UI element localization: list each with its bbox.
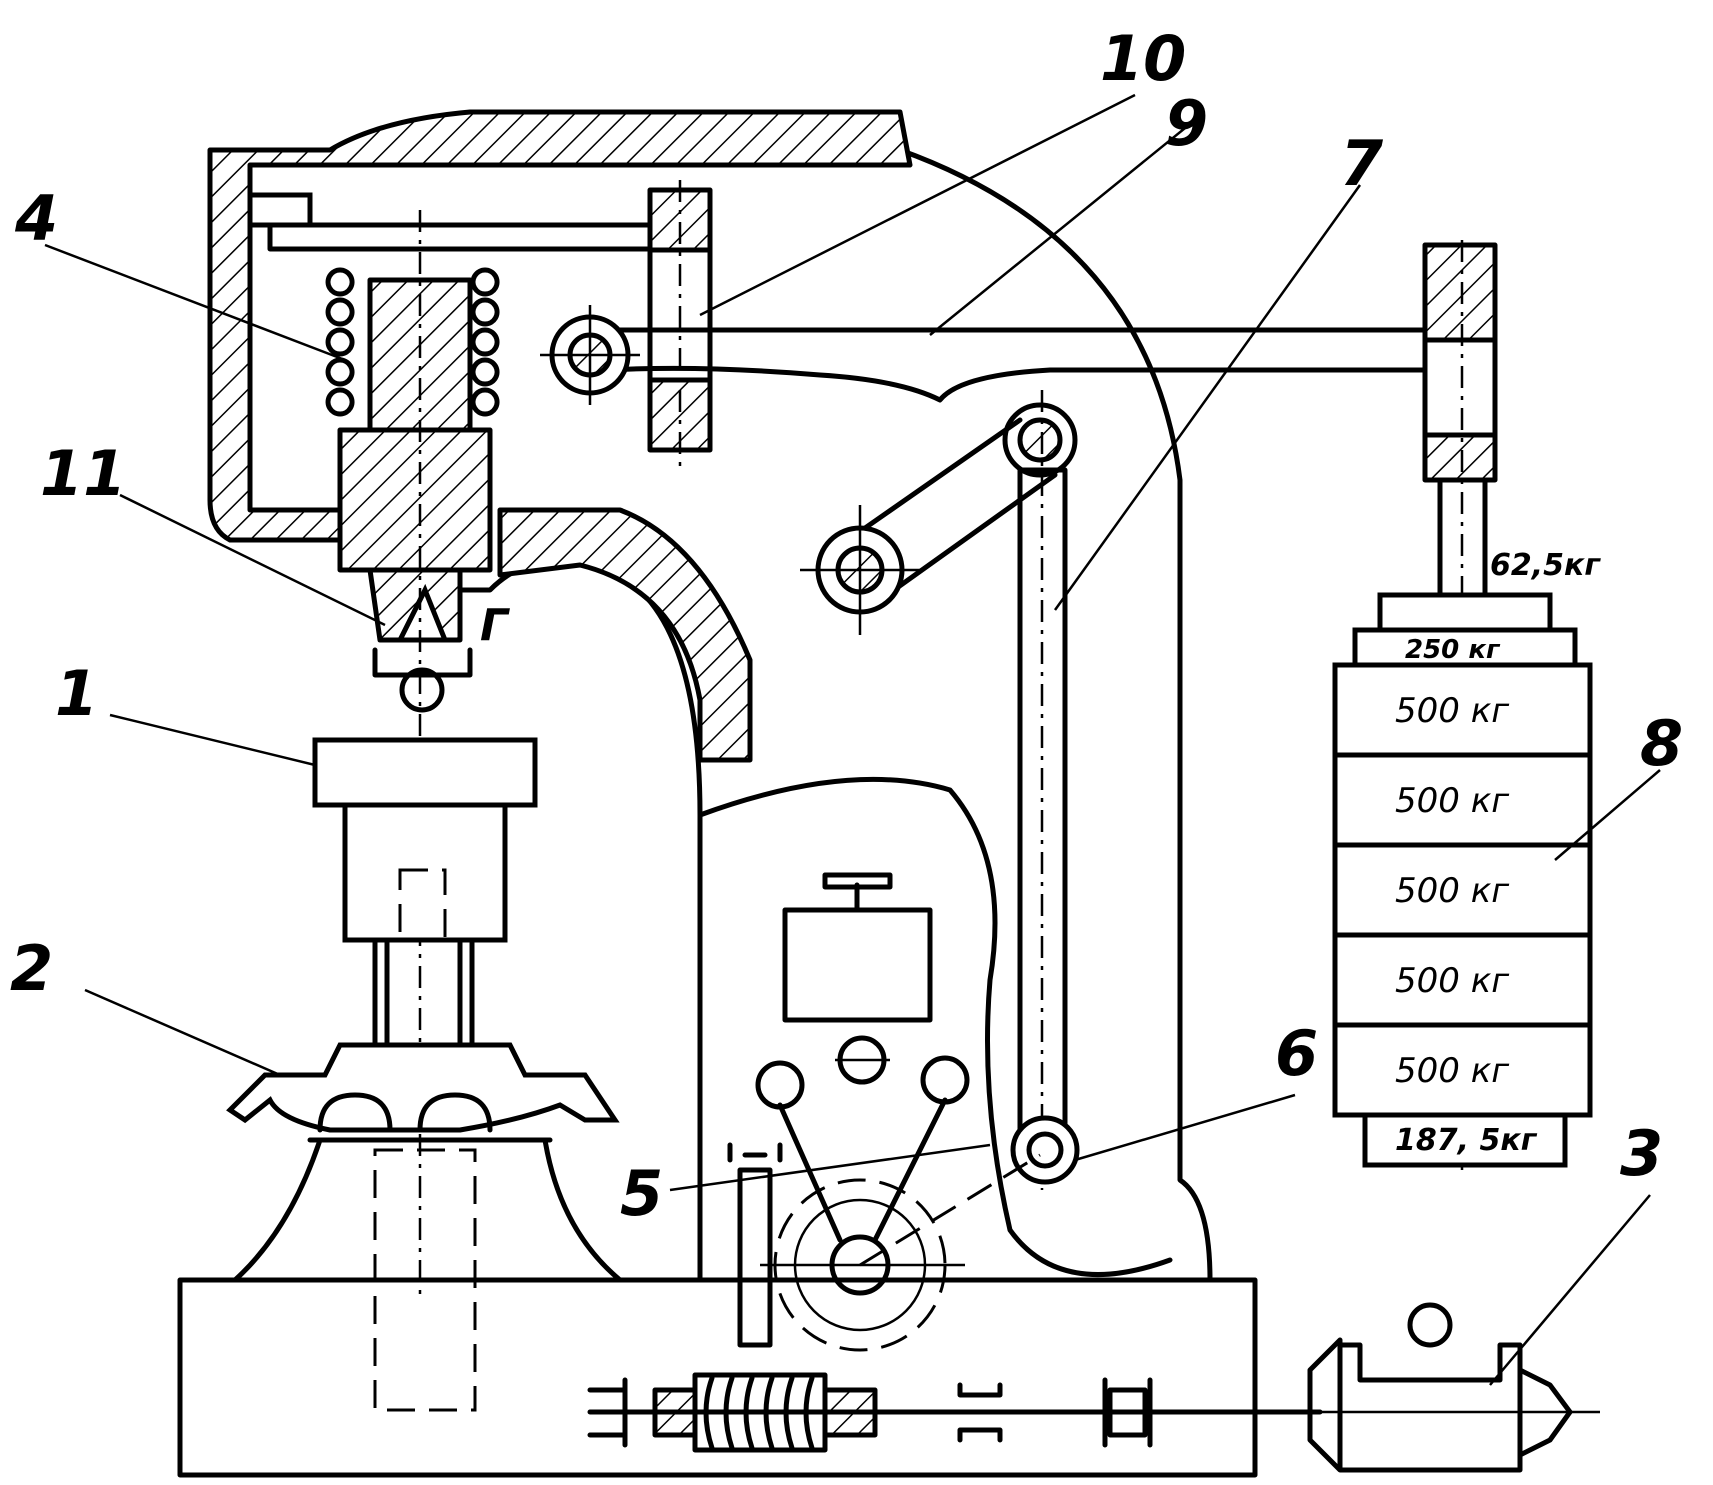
top-housing (207, 109, 913, 543)
weight-label-500-2: 500 кг (1395, 781, 1510, 821)
cam-arms (777, 1097, 948, 1243)
cam-connecting-dash (859, 1153, 1041, 1267)
dashpot-box (782, 907, 933, 1023)
label-2: 2 (10, 932, 53, 1005)
link-lower-joint-outer (1010, 1115, 1080, 1185)
table-stem-left (372, 937, 390, 1048)
bearing-middle (957, 1382, 1003, 1443)
handwheel-bumps (317, 1092, 493, 1133)
hanger-body (1422, 337, 1498, 438)
label-11: 11 (40, 437, 126, 510)
weight-label-500-5: 500 кг (1395, 1051, 1510, 1091)
plunger-lower (337, 427, 493, 573)
weight-label-500-4: 500 кг (1395, 961, 1510, 1001)
indenter-cone (395, 583, 449, 643)
table-stem-right (457, 937, 475, 1048)
label-9: 9 (1165, 87, 1208, 160)
ball-cup (372, 647, 473, 678)
weight-500-3 (1332, 842, 1593, 938)
weight-500-1 (1332, 662, 1593, 758)
weight-label-500-1: 500 кг (1395, 691, 1510, 731)
table-top (312, 737, 538, 808)
table-column-dash (398, 868, 447, 942)
motor-knob (1407, 1302, 1453, 1348)
link-upper-joint-inner (1017, 417, 1063, 463)
bearing-left (587, 1377, 628, 1448)
label-3: 3 (1620, 1117, 1663, 1190)
indenter-ball (399, 667, 445, 713)
label-4: 4 (14, 182, 58, 255)
rack-5 (737, 1167, 773, 1348)
motor-3 (1307, 1337, 1573, 1473)
cam-right-pin (920, 1055, 970, 1105)
leader-lines (44, 93, 1661, 1386)
label-g: Г (480, 600, 510, 651)
weight-top (1377, 592, 1553, 633)
lever-bar-corner (247, 192, 313, 228)
weight-label-top: 62,5кг (1490, 548, 1601, 583)
lever-bar-top (267, 222, 693, 252)
weight-bottom (1362, 1112, 1568, 1168)
spring-right (470, 267, 500, 417)
hanger-lower (1422, 432, 1498, 483)
hanger-head (1422, 242, 1498, 343)
pedestal (232, 1137, 623, 1283)
dashpot-knob (822, 872, 893, 890)
table-column (342, 802, 508, 943)
label-5: 5 (620, 1157, 663, 1230)
weight-500-2 (1332, 752, 1593, 848)
weight-label-bottom: 187, 5кг (1395, 1123, 1538, 1158)
label-10: 10 (1100, 22, 1186, 95)
coupling (1102, 1377, 1153, 1448)
weight-500-4 (1332, 932, 1593, 1028)
link-lower-joint-inner (1026, 1131, 1064, 1169)
spring-left (325, 267, 355, 417)
label-1: 1 (55, 657, 98, 730)
screw-dash (373, 1148, 477, 1412)
lever-9 (607, 327, 1463, 403)
arm-lower (852, 417, 1058, 603)
weight-label-250: 250 кг (1405, 635, 1501, 665)
weight-250 (1352, 627, 1578, 668)
rack-5-top (727, 1142, 783, 1163)
label-7: 7 (1340, 127, 1384, 200)
frame-inner-arc (697, 776, 1173, 1278)
cam-left-pin (755, 1060, 805, 1110)
weight-label-500-3: 500 кг (1395, 871, 1510, 911)
label-6: 6 (1275, 1017, 1318, 1090)
label-8: 8 (1640, 707, 1683, 780)
housing-lower-wall (497, 507, 753, 763)
